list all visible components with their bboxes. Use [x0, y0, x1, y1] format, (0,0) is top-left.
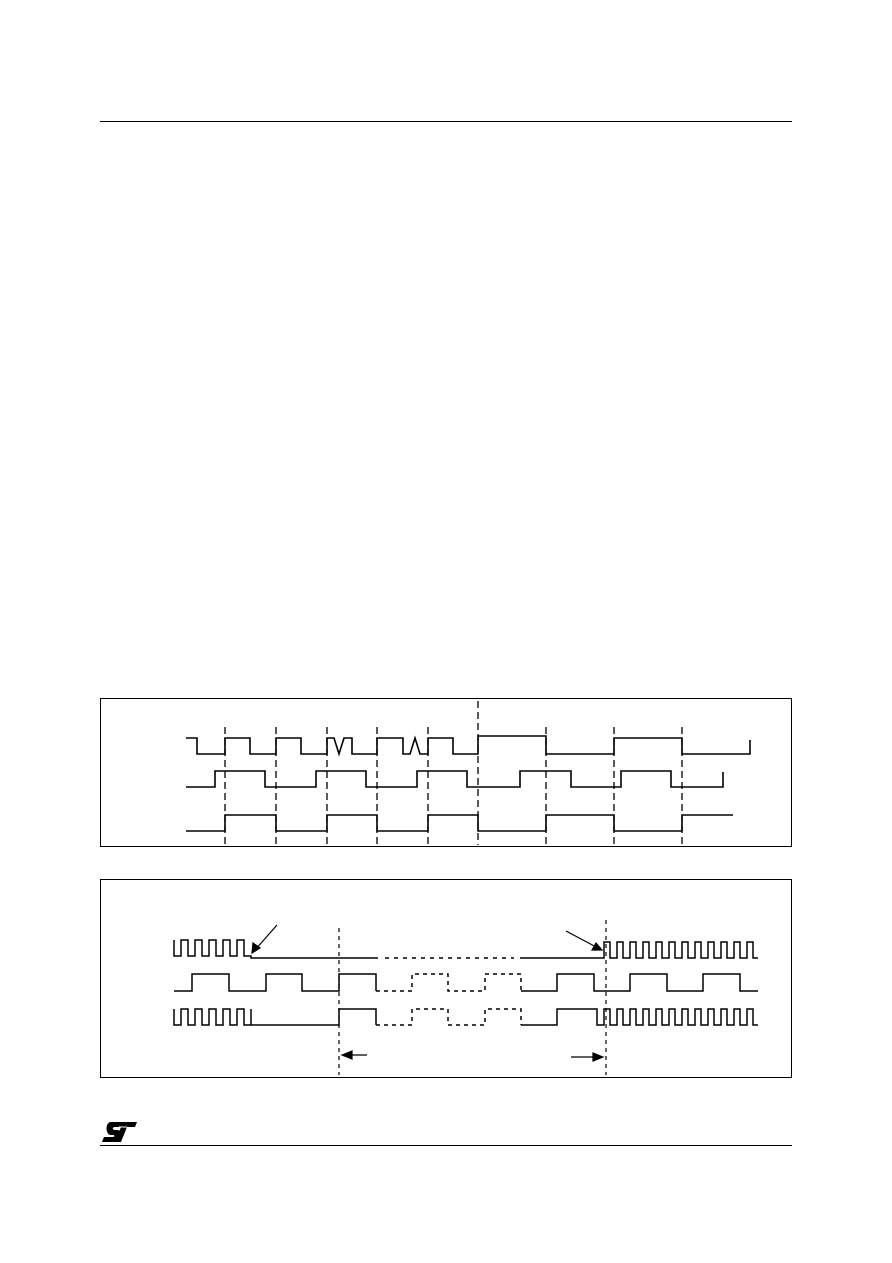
signal-trace-3-dashed: [376, 1008, 522, 1026]
footer-rule: [100, 1145, 792, 1146]
signal-trace-3: [186, 814, 733, 832]
timing-diagram-1-canvas: [186, 701, 751, 845]
timing-diagram-2: [100, 879, 792, 1078]
signal-trace-3-resume: [521, 1008, 758, 1026]
timing-diagram-1: [100, 698, 792, 847]
right-arrow-icon: [592, 1052, 605, 1062]
marker-lines: [224, 701, 683, 845]
annotation-arrow-right: [565, 930, 599, 949]
annotation-arrow-left: [254, 924, 278, 951]
left-arrow-icon: [340, 1050, 353, 1060]
timing-diagram-2-canvas: [173, 920, 758, 1075]
signal-trace-1: [173, 939, 378, 959]
st-logo-icon: [102, 1122, 137, 1142]
arrowhead-icon: [251, 941, 262, 955]
signal-trace-1: [186, 735, 751, 757]
marker-lines: [338, 920, 607, 1075]
signal-trace-2-dashed: [376, 973, 522, 992]
signal-trace-3: [173, 1008, 377, 1026]
signal-trace-2: [186, 770, 724, 788]
signal-trace-2-resume: [521, 973, 758, 992]
header-rule: [100, 121, 792, 122]
signal-trace-1-resume: [520, 941, 758, 959]
signal-trace-2: [174, 973, 377, 992]
arrowhead-icon: [590, 941, 604, 951]
